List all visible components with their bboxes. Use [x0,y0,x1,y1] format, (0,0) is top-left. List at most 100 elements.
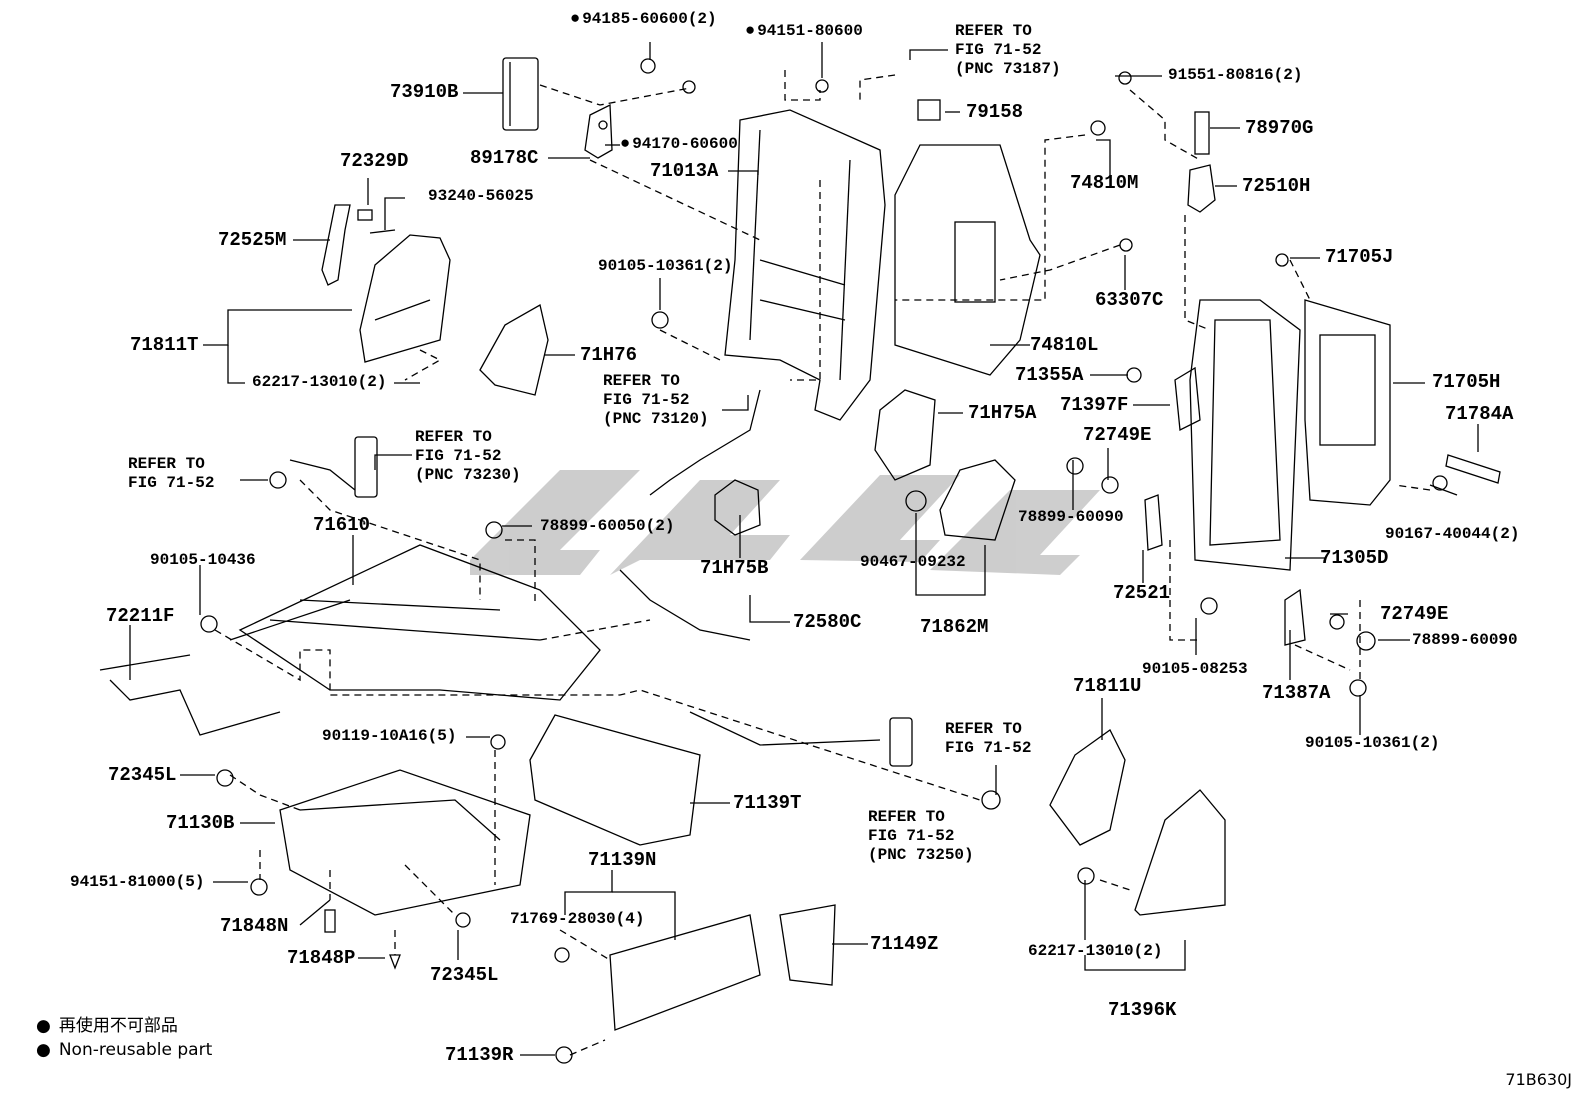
part-label-71811U: 71811U [1073,675,1142,697]
part-label-71862M: 71862M [920,616,989,638]
part-label-71396K: 71396K [1108,999,1177,1021]
part-label-72510H: 72510H [1242,175,1311,197]
part-label-94151-80600: 94151-80600 [745,22,863,41]
part-label-90119-10A16: 90119-10A16(5) [322,727,457,745]
part-label-89178C: 89178C [470,147,539,169]
part-label-90105-08253: 90105-08253 [1142,660,1248,678]
part-label-71784A: 71784A [1445,403,1514,425]
part-label-71H75A: 71H75A [968,402,1037,424]
part-label-71139T: 71139T [733,792,802,814]
part-label-72329D: 72329D [340,150,409,172]
part-label-71H76: 71H76 [580,344,638,366]
part-label-71355A: 71355A [1015,364,1084,386]
part-72510H [1187,164,1216,213]
part-72580C-cable [619,389,761,641]
part-71130B-base [279,769,531,916]
part-label-71139R: 71139R [445,1044,514,1066]
refer-to-fig-label: REFER TO FIG 71-52 (PNC 73230) [415,428,521,484]
part-72521 [1144,494,1163,551]
part-label-73910B: 73910B [390,81,459,103]
leader-lines [129,42,1479,1056]
part-label-78899-60050: 78899-60050(2) [540,517,675,535]
part-71784A [1445,454,1501,484]
part-71H75A [874,389,936,481]
part-71H76 [479,304,549,396]
part-74810L-pad [894,144,1041,376]
part-73910B [502,57,539,131]
part-label-71705J: 71705J [1325,246,1394,268]
legend-japanese: 再使用不可部品 [36,1014,212,1038]
part-label-71139N: 71139N [588,849,657,871]
part-label-72345L-lower: 72345L [430,964,499,986]
watermark-logo [470,470,1100,575]
part-71139T-cover [529,714,701,846]
part-label-74810L: 74810L [1030,334,1099,356]
part-seatbelt-buckle [289,436,378,498]
part-71811U [1049,729,1126,846]
part-label-90467-09232: 90467-09232 [860,553,966,571]
figure-code: 71B630J [1505,1070,1572,1089]
part-71705H-back-panel [1304,299,1391,506]
legend-english: Non-reusable part [36,1038,212,1062]
part-71848-pins [324,909,401,970]
part-label-78899-60090-lower: 78899-60090 [1412,631,1518,649]
part-label-72525M: 72525M [218,229,287,251]
part-label-71769-28030: 71769-28030(4) [510,910,645,928]
part-79158 [917,99,941,121]
part-label-72211F: 72211F [106,605,175,627]
part-72525M-cover [321,204,396,286]
assembly-dashed-lines [214,70,1431,1056]
part-label-78899-60090-upper: 78899-60090 [1018,508,1124,526]
part-71387A [1284,588,1306,646]
part-label-74810M: 74810M [1070,172,1139,194]
part-71811T-shield [359,234,451,363]
part-label-90167-40044: 90167-40044(2) [1385,525,1520,543]
part-label-71387A: 71387A [1262,682,1331,704]
part-label-71H75B: 71H75B [700,557,769,579]
part-label-62217-13010-upper: 62217-13010(2) [252,373,387,391]
part-label-71705H: 71705H [1432,371,1501,393]
part-71610-seat-frame [229,544,601,701]
part-71013A-frame [724,109,886,421]
part-label-90105-10361-upper: 90105-10361(2) [598,257,733,275]
part-label-94170-60600: 94170-60600 [620,135,738,154]
refer-to-fig-label: REFER TO FIG 71-52 [945,720,1032,757]
part-label-72580C: 72580C [793,611,862,633]
part-89178C-bracket [584,103,613,159]
part-label-71848P: 71848P [287,947,356,969]
part-label-91551-80816: 91551-80816(2) [1168,66,1303,84]
part-label-94185-60600: 94185-60600(2) [570,10,716,29]
part-72211F-spring [99,654,281,736]
part-rear-belt [689,711,913,767]
part-label-63307C: 63307C [1095,289,1164,311]
legend: 再使用不可部品 Non-reusable part [36,1014,212,1062]
part-label-90105-10361-lower: 90105-10361(2) [1305,734,1440,752]
part-label-71149Z: 71149Z [870,933,939,955]
part-label-72521: 72521 [1113,582,1171,604]
part-label-94151-81000: 94151-81000(5) [70,873,205,891]
part-label-78970G: 78970G [1245,117,1314,139]
part-label-90105-10436: 90105-10436 [150,551,256,569]
part-nuts-small [200,58,1448,1064]
part-label-71013A: 71013A [650,160,719,182]
part-71139N-trim [609,914,761,1031]
part-71149Z [779,904,836,986]
part-label-79158: 79158 [966,101,1024,123]
part-71862M [939,459,1016,541]
part-71397F [1174,366,1201,432]
refer-to-fig-label: REFER TO FIG 71-52 [128,455,215,492]
part-78970G [1194,111,1210,155]
part-label-71610: 71610 [313,514,371,536]
part-71396K [1134,789,1226,916]
refer-to-fig-label: REFER TO FIG 71-52 (PNC 73250) [868,808,974,864]
part-label-72749E-lower: 72749E [1380,603,1449,625]
part-label-62217-13010-lower: 62217-13010(2) [1028,942,1163,960]
part-label-71811T: 71811T [130,334,199,356]
refer-to-fig-label: REFER TO FIG 71-52 (PNC 73120) [603,372,709,428]
part-label-71848N: 71848N [220,915,289,937]
part-label-93240-56025: 93240-56025 [428,187,534,205]
part-label-71130B: 71130B [166,812,235,834]
part-71305D-seatback-frame [1189,299,1301,571]
refer-to-fig-label: REFER TO FIG 71-52 (PNC 73187) [955,22,1061,78]
